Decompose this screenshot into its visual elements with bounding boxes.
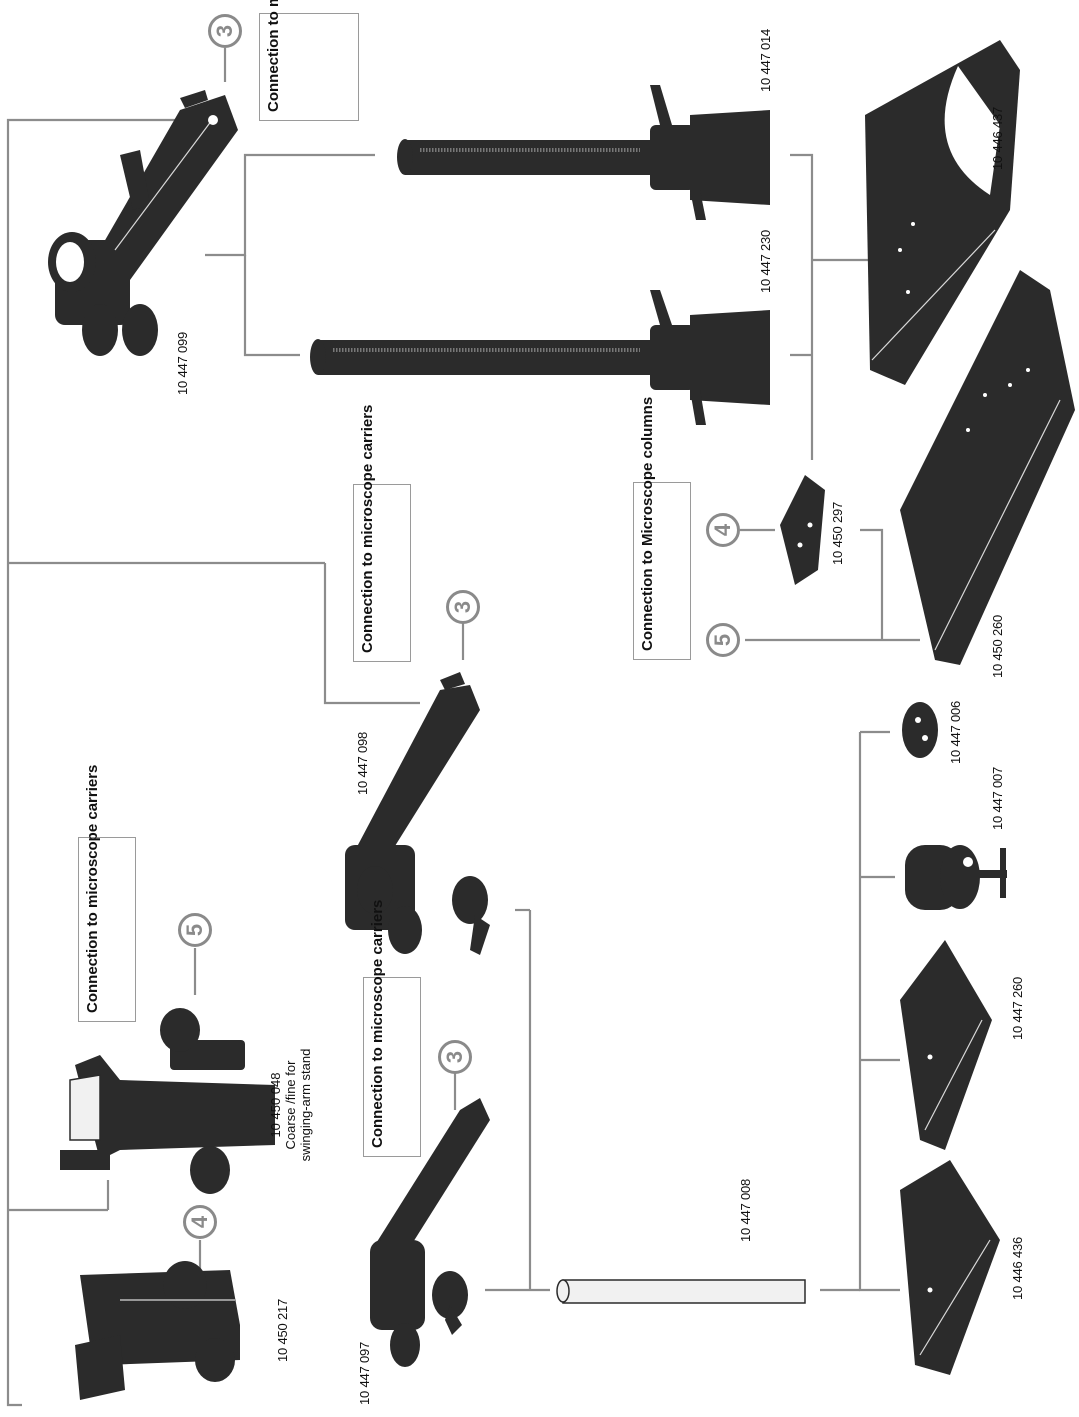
bracket-plates <box>790 153 814 460</box>
part-number: 10 446 436 <box>1010 1236 1025 1300</box>
plate-10446436-illustration <box>900 1160 1000 1375</box>
bracket-columns-top <box>205 153 375 257</box>
marker-4-left: 4 <box>183 1205 217 1239</box>
plate-10447260-illustration <box>900 940 992 1150</box>
bracket-columns-bottom <box>243 255 300 357</box>
callout-left: Connection to microscope carriers <box>78 765 136 1022</box>
trunk-line <box>6 118 200 1407</box>
rod-10447008-illustration <box>556 1279 806 1304</box>
part-number: 10 447 014 <box>758 28 773 92</box>
adapter-plate-10450297-illustration <box>780 475 825 585</box>
callout-mid: Connection to microscope carriers <box>353 405 411 662</box>
base-plate-10446437-illustration <box>865 40 1020 385</box>
part-number: 10 447 098 <box>355 731 370 795</box>
bracket-right-vertical <box>858 732 900 1292</box>
part-number: 10 450 260 <box>990 614 1005 678</box>
part-number: 10 446 437 <box>990 106 1005 170</box>
arm-10447099-illustration <box>48 90 238 356</box>
stand-10447006-illustration <box>902 702 938 758</box>
part-number: 10 447 260 <box>1010 976 1025 1040</box>
callout-lower: Connection to microscope carriers <box>363 900 421 1157</box>
marker-3-lower: 3 <box>438 1040 472 1074</box>
part-number: 10 450 297 <box>830 501 845 565</box>
callout-top-right: Connection to microscope carriers <box>259 0 359 121</box>
part-number: 10 447 097 <box>357 1341 372 1405</box>
part-number: 10 447 008 <box>738 1178 753 1242</box>
callout-columns-text: Connection to Microscope columns <box>639 396 656 651</box>
marker-5-right: 5 <box>706 623 740 657</box>
clamp-10447007-illustration <box>905 845 1007 910</box>
drive-10450217-illustration <box>75 1261 240 1400</box>
arm-10447097-illustration <box>370 1098 490 1367</box>
callout-columns: Connection to Microscope columns <box>633 397 691 660</box>
column-10447230-illustration <box>310 290 770 425</box>
arm-10447098-illustration <box>345 672 490 955</box>
part-number: 10 447 099 <box>175 331 190 395</box>
callout-lower-text: Connection to microscope carriers <box>369 899 386 1148</box>
callout-left-text: Connection to microscope carriers <box>84 764 101 1013</box>
branch-mid-arm <box>323 563 420 705</box>
part-number: 10 447 007 <box>990 766 1005 830</box>
part-number: 10 447 006 <box>948 700 963 764</box>
part-number: 10 450 048 <box>268 1072 283 1138</box>
marker-4-right: 4 <box>706 513 740 547</box>
marker-5-left: 5 <box>178 913 212 947</box>
part-number: 10 450 217 <box>275 1298 290 1362</box>
caption-line: Coarse /fine for <box>283 1060 298 1150</box>
bracket-297-260 <box>860 528 884 640</box>
callout-top-right-text: Connection to microscope carriers <box>265 0 282 112</box>
marker-3-mid: 3 <box>446 590 480 624</box>
drive-10450048-caption: 10 450 048 Coarse /fine for swinging-arm… <box>268 1030 313 1180</box>
base-plate-10450260-illustration <box>900 270 1075 665</box>
drive-10450048-illustration <box>60 1008 275 1194</box>
callout-mid-text: Connection to microscope carriers <box>359 404 376 653</box>
caption-line: swinging-arm stand <box>298 1048 313 1162</box>
marker-3-top: 3 <box>208 14 242 48</box>
column-10447014-illustration <box>397 85 770 220</box>
part-number: 10 447 230 <box>758 229 773 293</box>
